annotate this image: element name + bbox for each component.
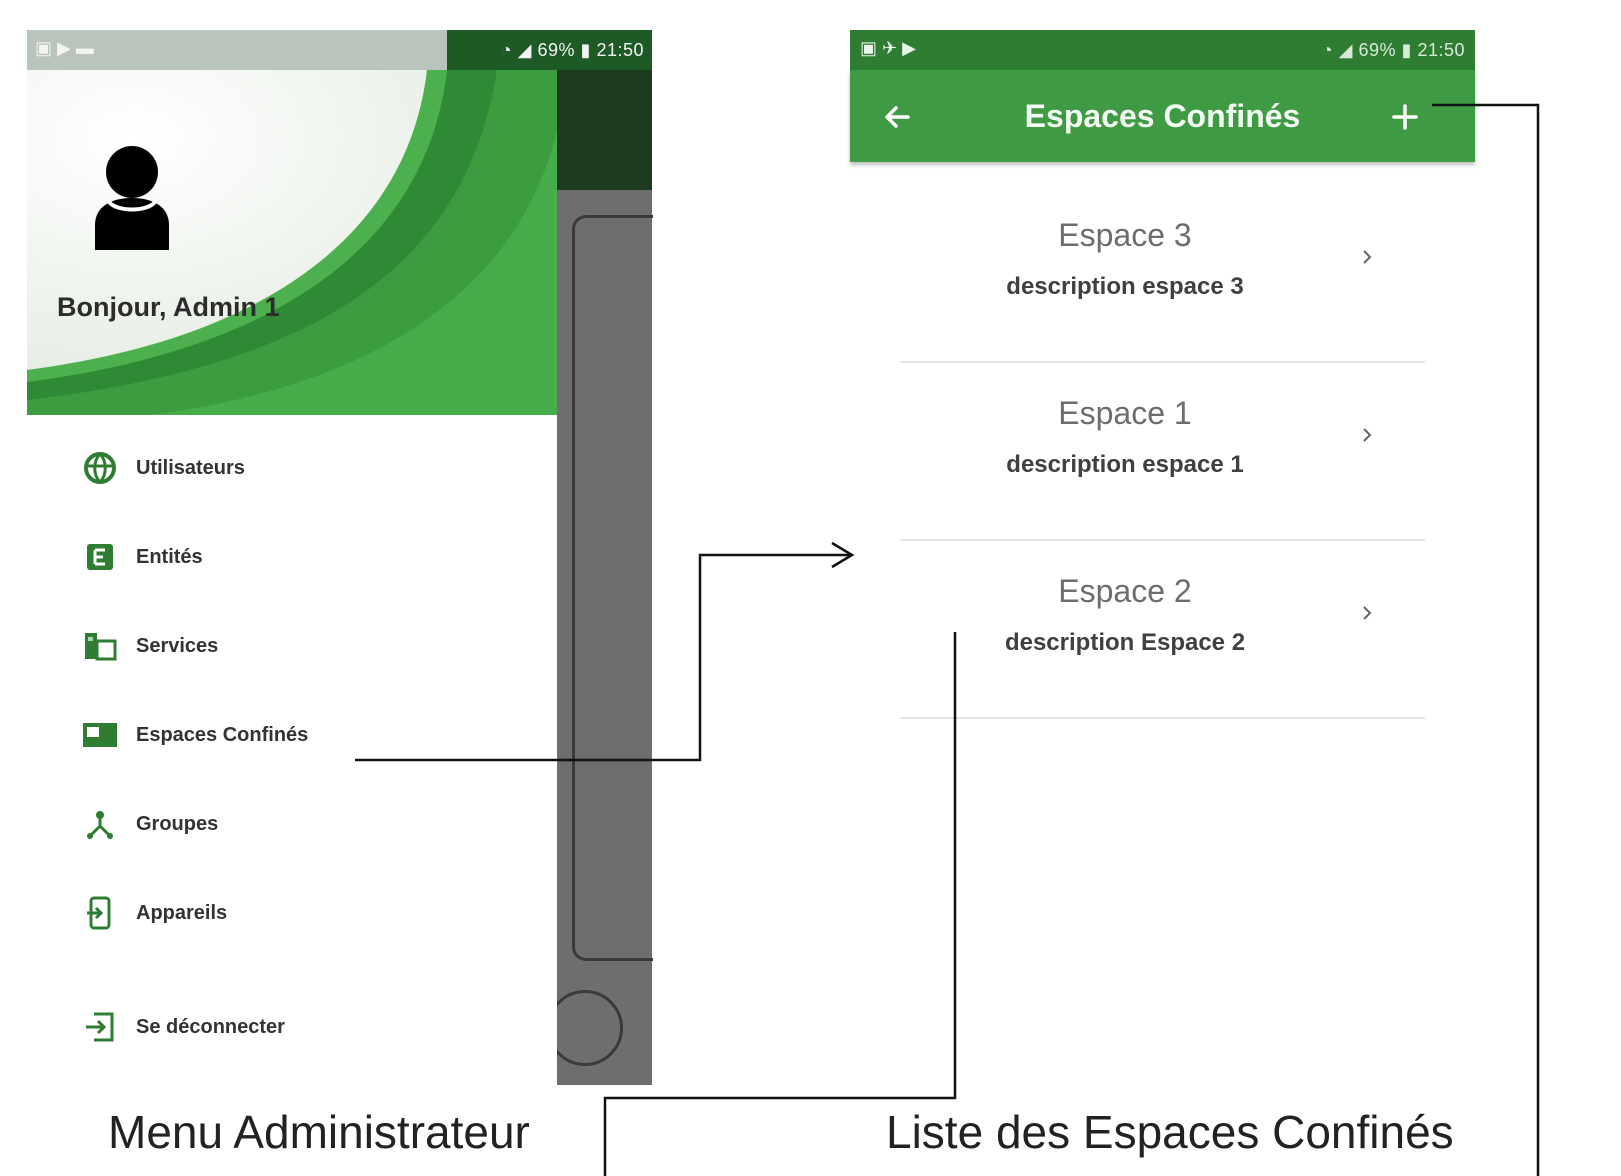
add-button[interactable]: [1380, 92, 1430, 142]
status-right: ◔ ◢ 69% ▮ 21:50: [501, 40, 644, 61]
item-description: description espace 1: [1006, 451, 1244, 478]
battery-icon: ▮: [580, 40, 591, 60]
caption-liste-espaces: Liste des Espaces Confinés: [886, 1106, 1454, 1158]
header-wave-background: [27, 70, 557, 415]
menu-item-entites[interactable]: Entités: [82, 537, 203, 577]
groups-icon: [82, 806, 118, 842]
clock: 21:50: [596, 40, 644, 60]
greeting-text: Bonjour, Admin 1: [57, 292, 280, 322]
menu-item-label: Entités: [136, 545, 203, 568]
logout-icon: [82, 1009, 118, 1045]
item-description: description Espace 2: [1004, 629, 1246, 656]
notification-icons: ▣ ▶ ▬: [35, 38, 94, 58]
item-title: Espace 2: [1058, 573, 1192, 609]
battery-level: 69%: [1358, 40, 1397, 60]
entity-e-icon: [82, 539, 118, 575]
list-item[interactable]: Espace 3 description espace 3: [900, 185, 1425, 363]
item-title: Espace 1: [1058, 395, 1192, 431]
back-button[interactable]: [872, 92, 922, 142]
confined-space-icon: [82, 717, 118, 753]
avatar-icon: [87, 140, 177, 250]
list-item[interactable]: Espace 1 description espace 1: [900, 363, 1425, 541]
menu-item-utilisateurs[interactable]: Utilisateurs: [82, 448, 245, 488]
arrowhead-icon: [831, 541, 855, 569]
admin-menu-screen: ▣ ▶ ▬ ◔ ◢ 69% ▮ 21:50: [27, 30, 653, 1085]
menu-item-appareils[interactable]: Appareils: [82, 893, 227, 933]
menu-item-label: Espaces Confinés: [136, 723, 309, 746]
background-circle: [547, 990, 623, 1066]
menu-item-services[interactable]: Services: [82, 626, 218, 666]
menu-item-se-deconnecter[interactable]: Se déconnecter: [82, 1007, 285, 1047]
menu-item-label: Utilisateurs: [136, 456, 245, 479]
wifi-icon: ◔ ◢: [1321, 40, 1359, 60]
battery-level: 69%: [537, 40, 576, 60]
menu-item-label: Groupes: [136, 812, 219, 835]
services-icon: [82, 628, 118, 664]
chevron-right-icon: [1363, 428, 1372, 442]
device-icon: [82, 895, 118, 931]
item-description: description espace 3: [1006, 273, 1244, 300]
menu-item-espaces-confines[interactable]: Espaces Confinés: [82, 715, 308, 755]
status-bar: ▣ ▶ ▬ ◔ ◢ 69% ▮ 21:50: [27, 30, 652, 70]
status-right: ◔ ◢ 69% ▮ 21:50: [1322, 40, 1465, 61]
status-bar: ▣ ✈ ▶ ◔ ◢ 69% ▮ 21:50: [850, 30, 1475, 70]
back-arrow-icon: [885, 106, 910, 128]
drawer-menu: Utilisateurs Entités Services Espaces Co…: [27, 415, 557, 1085]
battery-icon: ▮: [1401, 40, 1412, 60]
menu-item-label: Se déconnecter: [136, 1015, 285, 1038]
item-title: Espace 3: [1058, 217, 1192, 253]
notification-icons: ▣ ✈ ▶: [860, 38, 916, 58]
wifi-icon: ◔ ◢: [500, 40, 538, 60]
caption-menu-administrateur: Menu Administrateur: [108, 1106, 530, 1158]
background-appbar: [557, 70, 652, 190]
menu-item-label: Appareils: [136, 901, 228, 924]
chevron-right-icon: [1363, 606, 1372, 620]
chevron-right-icon: [1363, 250, 1372, 264]
espaces-list-screen: ▣ ✈ ▶ ◔ ◢ 69% ▮ 21:50 Espaces Confinés E…: [850, 30, 1475, 719]
drawer-header: Bonjour, Admin 1: [27, 70, 557, 415]
users-globe-icon: [82, 450, 118, 486]
clock: 21:50: [1417, 40, 1465, 60]
background-card: [572, 215, 653, 961]
menu-item-label: Services: [136, 634, 219, 657]
app-bar: Espaces Confinés: [850, 70, 1475, 162]
plus-icon: [1392, 104, 1418, 130]
page-title: Espaces Confinés: [1024, 98, 1301, 134]
list-item[interactable]: Espace 2 description Espace 2: [900, 541, 1425, 719]
menu-item-groupes[interactable]: Groupes: [82, 804, 218, 844]
